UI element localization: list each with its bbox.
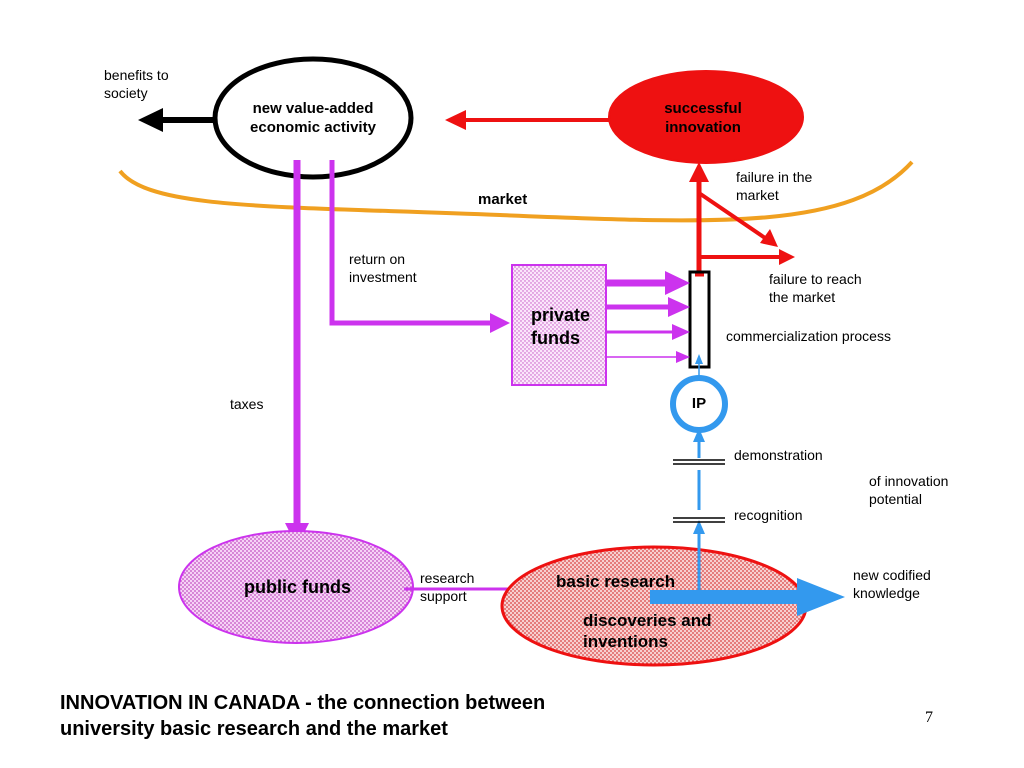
failure-in-market-label: failure in the market [736,169,813,203]
taxes-arrow [285,160,309,547]
failure-to-reach-arrow [701,249,795,265]
market-curve [118,160,914,223]
benefits-arrow [138,108,222,132]
private-funds-box [511,264,607,386]
ip-circle [670,375,728,433]
public-funds-ellipse [178,530,414,644]
page-number: 7 [925,709,933,726]
benefits-label: benefits to society [104,67,169,101]
failure-in-market-arrow [697,191,778,247]
new-codified-label: new codified knowledge [853,567,931,601]
blue-vertical-arrows [693,354,705,590]
private-funds-arrows [606,271,690,363]
basic-research-label: basic research [556,572,676,591]
demonstration-marker [673,459,725,465]
codified-knowledge-arrow [650,578,845,616]
market-label: market [478,191,528,208]
return-on-investment-arrow [329,160,510,333]
innovation-to-value-arrow [445,110,612,130]
taxes-label: taxes [230,396,264,412]
slide-title: INNOVATION IN CANADA - the connection be… [60,692,546,740]
discoveries-label: discoveries and inventions [583,611,712,652]
public-funds-label: public funds [244,577,351,597]
successful-innovation-label: successful innovation [664,100,742,136]
value-added-label: new value-added economic activity [250,100,376,136]
successful-innovation-ellipse [608,70,804,164]
value-added-ellipse [212,56,414,180]
commercialization-label: commercialization process [726,328,891,344]
failure-to-reach-label: failure to reach the market [769,271,862,305]
of-innovation-label: of innovation potential [869,473,949,507]
commercialization-box [688,270,711,369]
recognition-label: recognition [734,507,803,523]
demonstration-label: demonstration [734,447,823,463]
return-on-investment-label: return on investment [349,251,417,285]
recognition-marker [673,517,725,523]
private-funds-label: private funds [531,305,591,348]
research-support-label: research support [420,570,475,604]
ip-label: IP [691,395,707,412]
